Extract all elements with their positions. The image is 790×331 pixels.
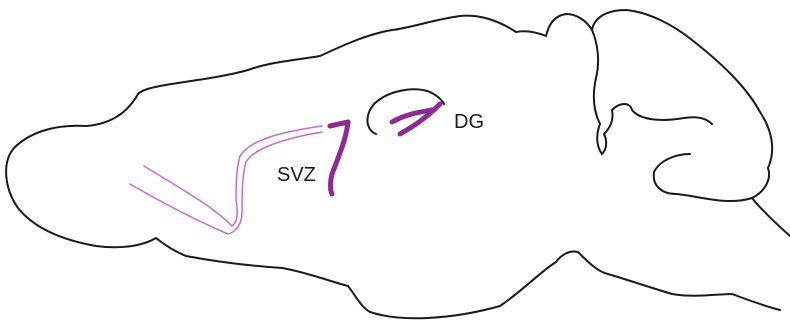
brain-outline (5, 9, 790, 320)
rostral-migratory-stream-outer (143, 125, 323, 227)
hippocampus-outline (366, 88, 445, 135)
dg-label: DG (454, 111, 484, 133)
subventricular-zone (327, 119, 351, 197)
cerebellum-contour (591, 29, 713, 155)
pons-contour (652, 153, 753, 202)
svz-label: SVZ (277, 164, 316, 186)
rostral-migratory-stream-inner (129, 131, 323, 235)
dentate-gyrus (389, 101, 443, 137)
